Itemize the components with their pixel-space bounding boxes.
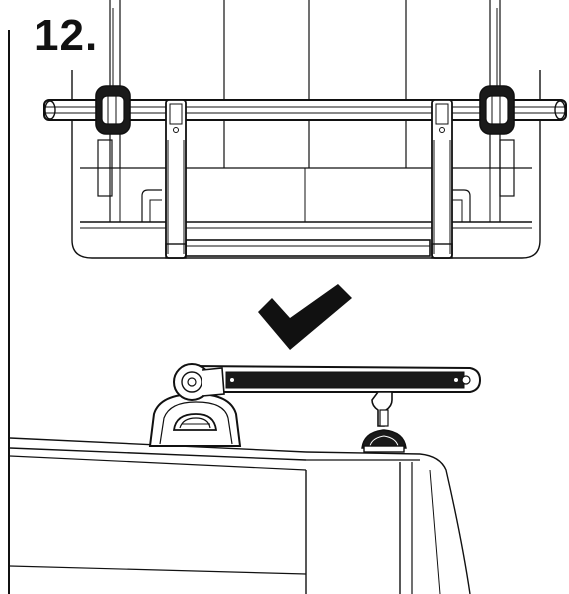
checkmark-icon	[258, 284, 352, 350]
side-view-panel	[9, 363, 482, 594]
left-clamp	[165, 99, 187, 259]
step-number: 12.	[34, 11, 99, 60]
right-clamp	[431, 99, 453, 259]
pivot-knob	[173, 363, 225, 401]
mount-foot	[148, 392, 242, 447]
roof-outline	[71, 70, 541, 259]
left-knob	[95, 85, 131, 135]
top-view-panel	[43, 0, 567, 259]
rack-bar	[189, 364, 482, 393]
lower-crossbar	[185, 239, 431, 257]
adjuster-knob	[361, 391, 407, 453]
right-knob	[479, 85, 515, 135]
